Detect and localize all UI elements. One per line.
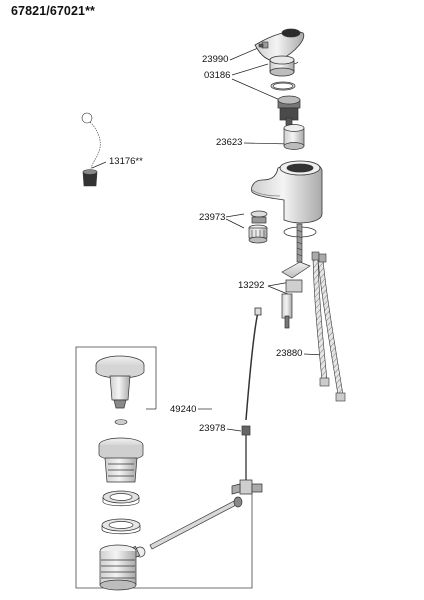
label-23880: 23880 (276, 348, 303, 359)
label-03186: 03186 (204, 70, 231, 81)
aerator-23973 (248, 210, 268, 244)
stopper-seal (114, 419, 128, 425)
rod-connector-23978 (231, 425, 263, 495)
label-49240: 49240 (170, 404, 197, 415)
label-13292: 13292 (238, 280, 265, 291)
screw-23990 (258, 41, 269, 49)
pull-rod (245, 307, 262, 421)
mounting-plate-13292 (281, 261, 311, 329)
drain-flange (98, 437, 144, 483)
threaded-stud (296, 223, 303, 263)
label-23973: 23973 (199, 212, 226, 223)
label-23990: 23990 (202, 54, 229, 65)
label-23623: 23623 (216, 137, 243, 148)
drain-stopper (95, 355, 145, 409)
drain-tailpiece (99, 544, 137, 591)
pivot-rod (125, 496, 243, 561)
ring-03186 (269, 55, 295, 77)
flex-hoses-23880 (311, 251, 346, 402)
o-ring (270, 81, 296, 91)
drain-washer-2 (101, 518, 141, 535)
drain-washer-1 (102, 490, 140, 507)
label-23978: 23978 (199, 423, 226, 434)
cartridge-23623 (277, 95, 305, 150)
leader-23990 (229, 47, 259, 61)
chain-plug-13176 (81, 112, 101, 187)
label-13176: 13176** (109, 156, 143, 167)
model-number-title: 67821/67021** (11, 4, 96, 18)
faucet-body (251, 160, 323, 238)
lever-handle (254, 28, 305, 65)
